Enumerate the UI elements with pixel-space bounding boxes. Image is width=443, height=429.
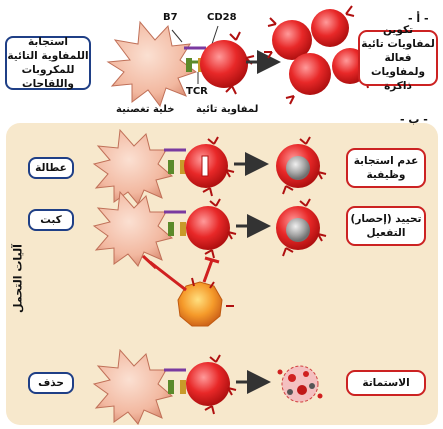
row2-t-cell bbox=[186, 198, 237, 259]
row3-dendritic-cell bbox=[92, 348, 174, 425]
panel-a-t-cell bbox=[200, 31, 255, 95]
result-anergy: عدم استجابة وظيفية bbox=[346, 148, 426, 188]
row2-dendritic-cell bbox=[92, 190, 174, 267]
panel-a-left-box: استجابة اللمفاوية التائية للمكروبات والل… bbox=[5, 36, 91, 90]
panel-a-dendritic-cell bbox=[106, 20, 198, 108]
panel-a-result-box: تكوين لمفاويات تائية فعالة ولمفاويات ذاك… bbox=[358, 24, 438, 92]
panel-a-tag: - أ - bbox=[408, 12, 429, 25]
row3-t-cell bbox=[186, 354, 237, 415]
result-deletion: الاستماتة bbox=[346, 370, 426, 396]
label-tcr: TCR bbox=[186, 86, 208, 97]
result-suppression: تحييد (إحصار) التفعيل bbox=[346, 206, 426, 246]
row1-receptors bbox=[164, 148, 186, 174]
panel-a-activated-tcell-cluster bbox=[264, 5, 375, 105]
row2-inhibition-lines bbox=[141, 254, 220, 292]
row2-regulatory-cell bbox=[177, 277, 234, 327]
row3-receptors bbox=[164, 368, 186, 394]
mechanism-deletion: حذف bbox=[28, 372, 74, 394]
row1-anergic-cell bbox=[276, 136, 327, 195]
label-b7: B7 bbox=[163, 12, 178, 23]
mechanism-anergy: عطالة bbox=[28, 157, 74, 179]
row2-suppressed-cell bbox=[276, 198, 327, 257]
panel-b-tag: - ب - bbox=[400, 113, 428, 126]
row1-t-cell bbox=[184, 136, 235, 197]
label-cd28: CD28 bbox=[207, 12, 237, 23]
tolerance-mechanisms-label: آليات التحمل bbox=[11, 244, 25, 313]
label-dendritic-cell: خلية تغصنية bbox=[116, 104, 175, 115]
row3-apoptotic-cell bbox=[277, 365, 323, 403]
row1-dendritic-cell bbox=[92, 128, 174, 205]
label-t-cell: لمفاوية تائية bbox=[196, 104, 259, 115]
row2-receptors bbox=[164, 210, 186, 236]
mechanism-suppression: كبت bbox=[28, 209, 74, 231]
